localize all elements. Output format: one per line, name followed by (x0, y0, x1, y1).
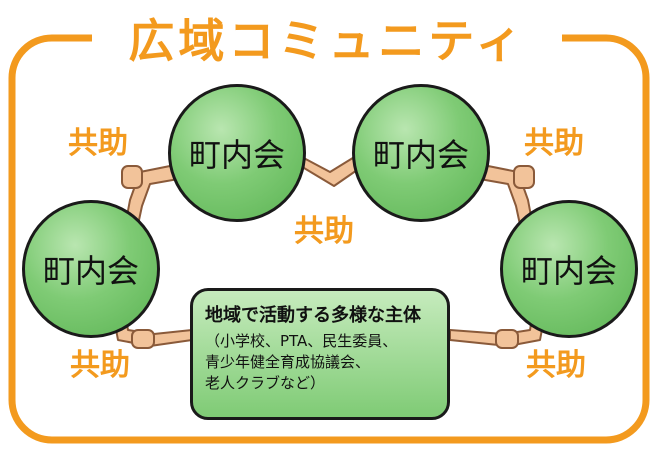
node-chonaikai-left: 町内会 (22, 200, 160, 338)
title-banner: 広域コミュニティ (92, 6, 562, 70)
node-chonaikai-top-left: 町内会 (168, 84, 306, 222)
handshake-icon-top (299, 155, 361, 187)
center-box-line: 青少年健全育成協議会、 (205, 353, 371, 371)
diagram-title: 広域コミュニティ (128, 14, 526, 68)
node-chonaikai-top-right: 町内会 (352, 84, 490, 222)
fist-right-lower (495, 329, 519, 349)
node-label: 町内会 (188, 136, 285, 174)
fist-left-upper (121, 165, 143, 189)
fist-left-lower (131, 329, 155, 349)
handshake-links (111, 155, 547, 349)
link-label-kyojo-top-left: 共助 (68, 126, 128, 161)
center-box-title: 地域で活動する多様な主体 (205, 305, 421, 326)
node-label: 町内会 (520, 252, 617, 290)
link-label-kyojo-bottom-left: 共助 (70, 348, 130, 383)
node-label: 町内会 (42, 252, 139, 290)
node-chonaikai-right: 町内会 (500, 200, 638, 338)
center-box-line: （小学校、PTA、民生委員、 (205, 332, 398, 350)
fist-right-upper (513, 165, 535, 189)
link-label-kyojo-top-right: 共助 (524, 126, 584, 161)
center-box-line: 老人クラブなど） (205, 374, 326, 392)
diverse-actors-box: 地域で活動する多様な主体 （小学校、PTA、民生委員、 青少年健全育成協議会、 … (190, 288, 450, 420)
link-label-kyojo-bottom-right: 共助 (526, 348, 586, 383)
link-label-kyojo-center: 共助 (294, 214, 354, 249)
node-label: 町内会 (372, 136, 469, 174)
